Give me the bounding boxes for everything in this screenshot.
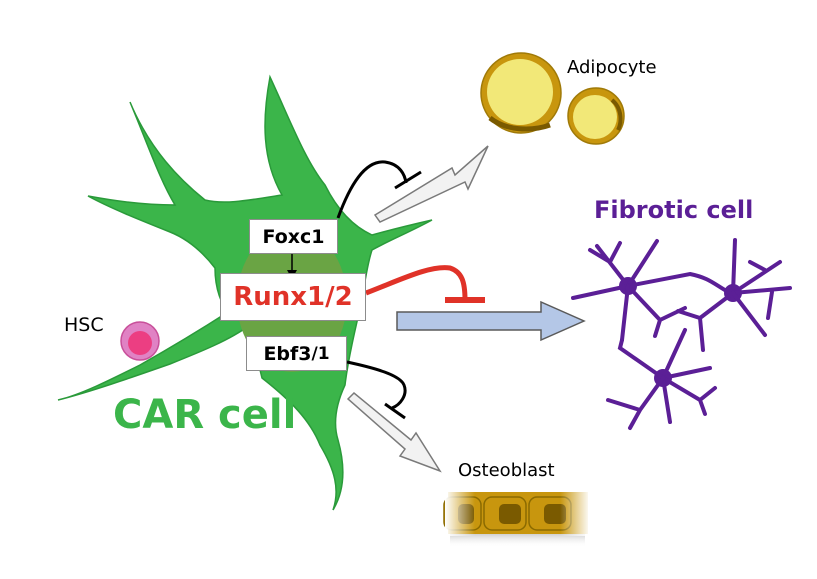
ebf-inhibition-line (346, 360, 407, 410)
ebf-label: Ebf3 (263, 342, 312, 365)
car-cell-label: CAR cell (113, 392, 297, 438)
ebf-box: Ebf3/1 (246, 336, 347, 371)
hsc-inner (128, 331, 152, 355)
runx-box: Runx1/2 (220, 273, 366, 321)
foxc1-inhibition-bar (394, 170, 422, 190)
fibrotic-cell-2 (676, 238, 792, 352)
osteoblast-layer (443, 490, 590, 547)
arrow-to-osteoblast (346, 391, 442, 473)
foxc1-inhibition-line (336, 160, 408, 219)
adipocyte-large (480, 52, 562, 134)
runx-label: Runx1/2 (233, 282, 353, 312)
arrow-to-adipocyte (373, 145, 489, 223)
fibrotic-cell-1 (571, 239, 732, 342)
ebf-sub-label: /1 (311, 343, 330, 364)
hsc-label: HSC (64, 314, 104, 336)
fibrotic-cell-label: Fibrotic cell (594, 196, 754, 224)
runx-inhibition-line (365, 265, 468, 301)
fibrotic-cell-3 (606, 328, 717, 430)
adipocyte-small (567, 87, 625, 145)
arrow-to-fibrotic (396, 300, 586, 342)
foxc1-label: Foxc1 (262, 225, 325, 248)
osteoblast-label: Osteoblast (458, 460, 555, 481)
adipocyte-label: Adipocyte (567, 57, 657, 78)
ebf-inhibition-bar (384, 402, 406, 420)
foxc1-box: Foxc1 (249, 219, 338, 254)
